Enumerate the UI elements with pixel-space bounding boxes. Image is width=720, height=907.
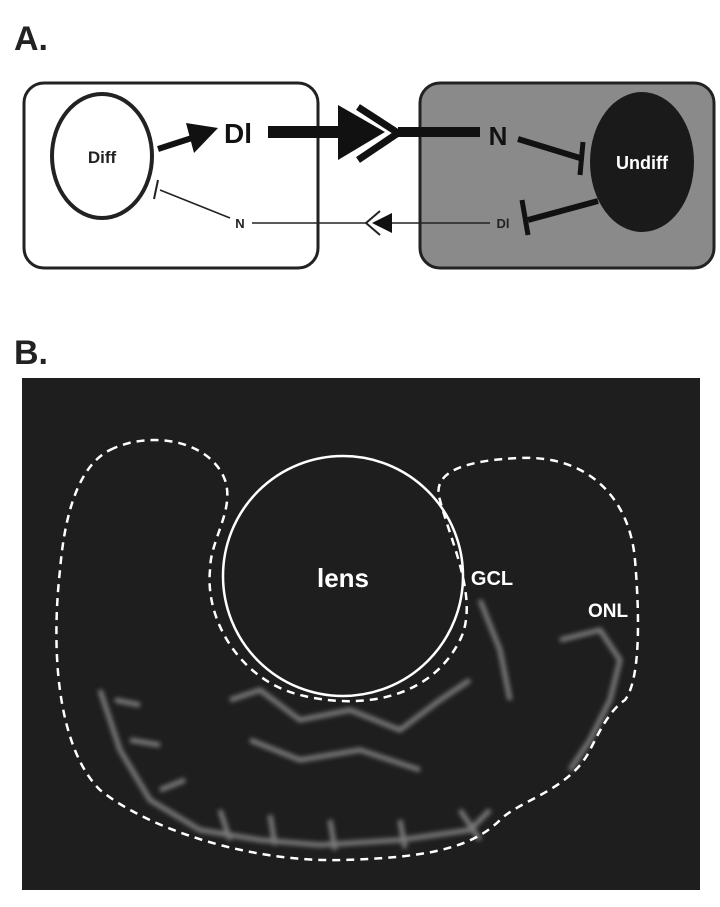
dl-inhibition-bar <box>519 199 531 236</box>
lens-label: lens <box>317 563 369 593</box>
undiff-ellipse <box>590 92 694 232</box>
onl-label: ONL <box>588 601 629 622</box>
n-weak-label: N <box>235 216 244 231</box>
n-inhibits-diff-line <box>159 189 231 219</box>
weak-signal-arrowhead <box>372 213 392 233</box>
gcl-label: GCL <box>471 568 513 590</box>
diff-label: Diff <box>88 148 117 167</box>
weak-inhibition-bar <box>153 179 159 200</box>
undiff-label: Undiff <box>616 153 669 173</box>
panel-a-label: A. <box>14 20 48 58</box>
n-strong-label: N <box>489 121 508 151</box>
strong-signal-arrowhead <box>338 105 385 160</box>
dl-strong-label: Dl <box>224 118 252 149</box>
n-inhibits-undiff-line <box>517 136 581 161</box>
strong-receptor-line <box>398 127 480 137</box>
n-inhibition-bar <box>577 141 586 176</box>
diff-ellipse <box>50 92 154 220</box>
strong-signal-line <box>268 126 348 138</box>
lens-outline <box>221 454 465 698</box>
retina-outline <box>55 438 640 862</box>
stained-cells <box>97 599 623 851</box>
panel-b-label: B. <box>14 334 48 372</box>
dl-weak-label: Dl <box>497 216 510 231</box>
retina-micrograph <box>22 378 700 890</box>
diff-to-dl-arrowhead <box>186 123 218 153</box>
diff-to-dl-arrow-line <box>157 134 196 152</box>
undiff-inhibits-dl-line <box>527 198 599 223</box>
